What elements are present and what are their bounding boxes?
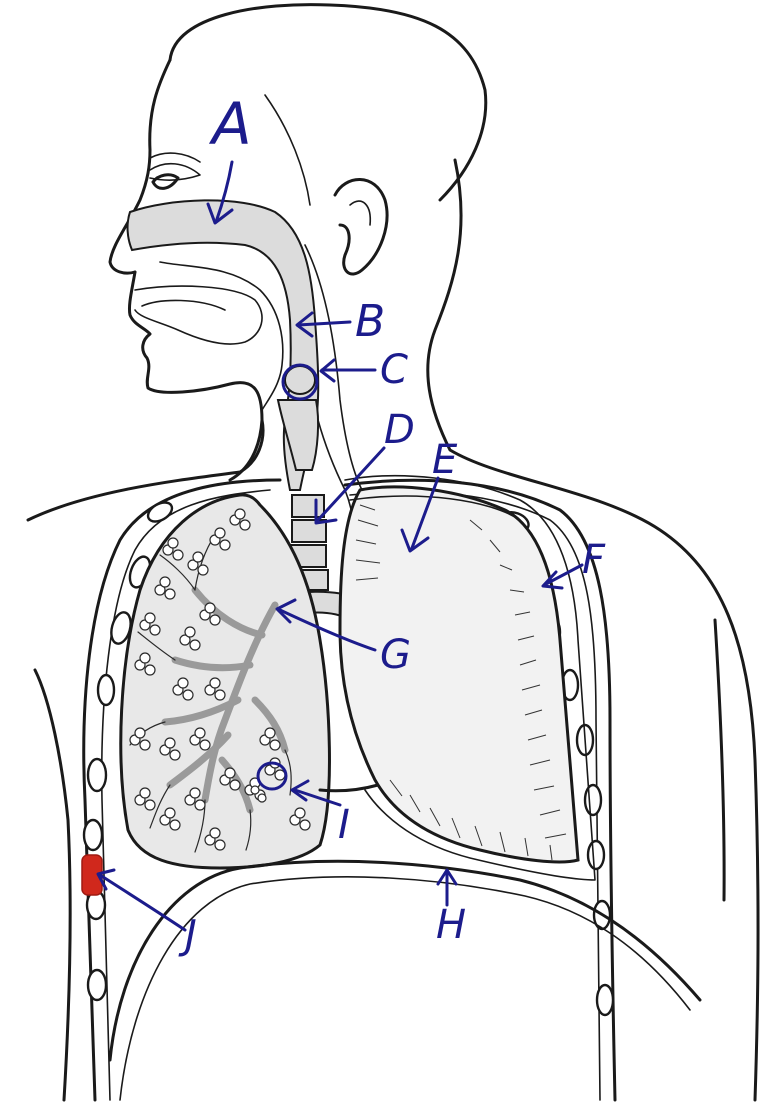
label-D: D (384, 410, 415, 450)
label-J: J (185, 915, 197, 955)
label-G: G (380, 635, 411, 675)
label-H: H (436, 905, 466, 945)
arrow-F (546, 565, 582, 584)
label-F: F (582, 540, 605, 580)
label-I: I (338, 805, 350, 845)
label-A: A (212, 95, 252, 153)
label-E: E (432, 440, 457, 480)
arrow-J (100, 875, 185, 930)
label-C: C (380, 350, 408, 390)
left-lung (340, 476, 595, 880)
label-B: B (355, 300, 385, 344)
